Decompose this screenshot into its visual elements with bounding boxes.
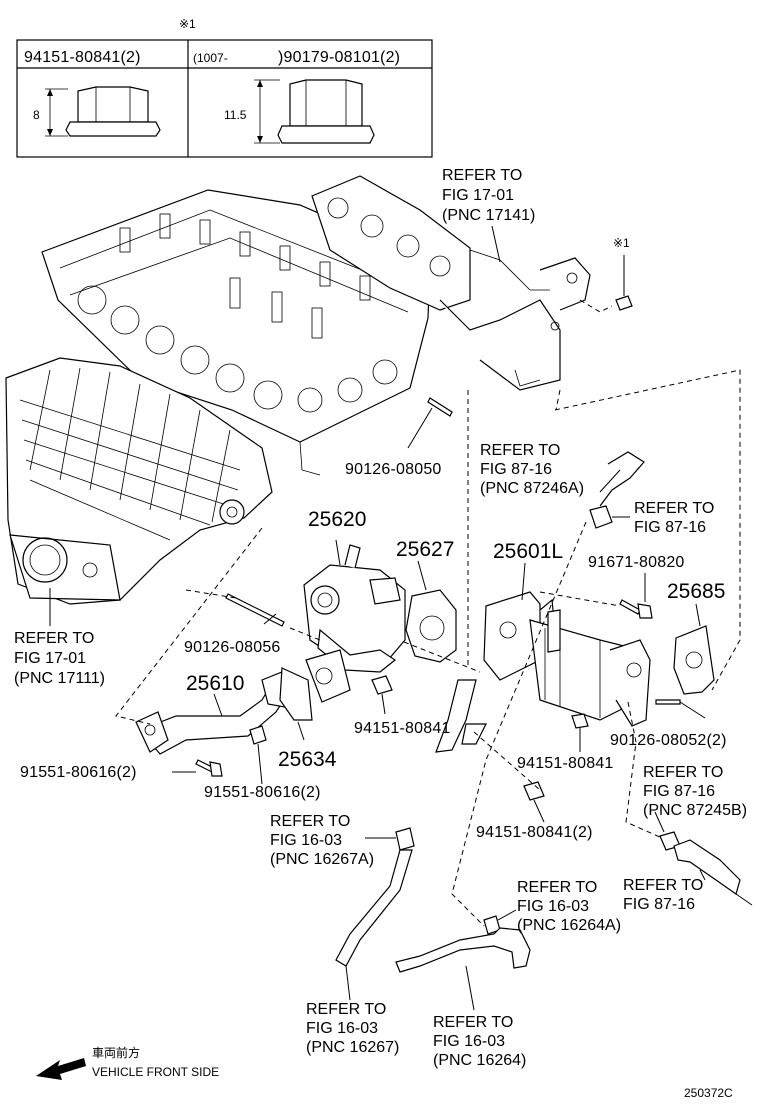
callout-label: FIG 16-03 <box>306 1020 378 1037</box>
bolt-icon <box>619 573 653 619</box>
callout-label: REFER TO <box>634 500 714 517</box>
gasket-icon <box>279 649 351 741</box>
part-number-label: 25685 <box>667 580 725 603</box>
part-number-label: 91551-80616(2) <box>204 784 321 801</box>
part-number-label: 25601L <box>493 540 563 563</box>
stud-bolt-icon <box>407 397 453 449</box>
part-number-label: 94151-80841 <box>354 720 451 737</box>
vehicle-front-jp: 車両前方 <box>92 1045 140 1060</box>
callout-label: REFER TO <box>480 442 560 459</box>
callout-label: REFER TO <box>643 764 723 781</box>
callout-label: REFER TO <box>270 813 350 830</box>
callout-label: FIG 87-16 <box>480 461 552 478</box>
front-arrow-icon <box>36 1058 86 1080</box>
vehicle-front-en: VEHICLE FRONT SIDE <box>92 1065 219 1079</box>
egr-cooler-illustration <box>483 562 651 727</box>
stud-bolt-icon <box>225 593 285 627</box>
callout-label: FIG 17-01 <box>14 650 86 667</box>
callout-label: REFER TO <box>623 877 703 894</box>
diagram-labels: REFER TO FIG 17-01 (PNC 17141) 90126-080… <box>14 167 747 1069</box>
part-number-label: 91551-80616(2) <box>20 764 137 781</box>
part-number-label: 94151-80841(2) <box>476 824 593 841</box>
callout-label: FIG 16-03 <box>270 832 342 849</box>
flange-nut-small-icon <box>45 86 161 137</box>
relation-lines <box>115 299 741 927</box>
part-number-label: 25620 <box>308 508 366 531</box>
flange-nut-icon <box>615 255 633 311</box>
nut-note-mark: ※1 <box>613 236 630 250</box>
callout-label: (PNC 87245B) <box>643 802 747 819</box>
callout-label: REFER TO <box>433 1014 513 1031</box>
part-number-label: 25627 <box>396 538 454 561</box>
part-number-label: 91671-80820 <box>588 554 685 571</box>
bolt-icon <box>249 725 267 785</box>
callout-label: FIG 16-03 <box>517 898 589 915</box>
part-number-label: 90126-08050 <box>345 461 442 478</box>
part-number-label: 25634 <box>278 748 337 771</box>
flange-nut-tall-icon <box>254 79 375 144</box>
callout-label: FIG 17-01 <box>442 187 514 204</box>
table-right-header-part: )90179-08101(2) <box>278 49 400 66</box>
callout-label: FIG 87-16 <box>623 896 695 913</box>
table-right-dimension: 11.5 <box>224 108 247 122</box>
callout-label: REFER TO <box>14 630 94 647</box>
table-note-mark: ※1 <box>179 17 196 31</box>
callout-label: FIG 87-16 <box>634 519 706 536</box>
water-hose-illustration <box>589 451 645 529</box>
callout-label: REFER TO <box>306 1001 386 1018</box>
table-frame <box>16 39 433 158</box>
illustration-id: 250372C <box>684 1086 733 1100</box>
stud-bolt-icon <box>655 699 706 719</box>
callout-label: (PNC 16267A) <box>270 851 374 868</box>
flange-nut-icon <box>571 713 589 752</box>
flange-nut-icon <box>523 781 545 823</box>
callout-label: (PNC 16264) <box>433 1052 526 1069</box>
flange-nut-icon <box>371 675 393 715</box>
callout-label: (PNC 17141) <box>442 207 535 224</box>
gasket-icon <box>673 603 715 695</box>
vehicle-front-indicator: 車両前方 VEHICLE FRONT SIDE <box>36 1045 219 1080</box>
callout-label: (PNC 87246A) <box>480 480 584 497</box>
egr-valve-illustration <box>303 539 406 673</box>
callout-label: FIG 16-03 <box>433 1033 505 1050</box>
callout-label: REFER TO <box>442 167 522 184</box>
water-hose-illustration <box>395 909 531 1011</box>
callout-label: REFER TO <box>517 879 597 896</box>
water-hose-illustration <box>654 811 753 906</box>
water-hose-illustration <box>435 679 487 753</box>
table-left-dimension: 8 <box>33 108 40 122</box>
table-left-header: 94151-80841(2) <box>24 49 141 66</box>
bolt-icon <box>172 759 223 777</box>
table-right-header-date: (1007- <box>193 51 228 65</box>
callout-label: (PNC 16264A) <box>517 917 621 934</box>
gasket-icon <box>405 560 457 663</box>
part-number-label: 25610 <box>186 672 244 695</box>
water-hose-illustration <box>335 827 415 1001</box>
intake-manifold-illustration <box>5 357 273 605</box>
part-number-label: 90126-08052(2) <box>610 732 727 749</box>
exhaust-manifold-illustration <box>311 175 591 391</box>
callout-label: (PNC 17111) <box>14 670 105 687</box>
callout-label: (PNC 16267) <box>306 1039 399 1056</box>
callout-label: FIG 87-16 <box>643 783 715 800</box>
fastener-table: ※1 94151-80841(2) (1007- )90179-08101(2)… <box>16 17 433 158</box>
part-number-label: 94151-80841 <box>517 755 614 772</box>
part-number-label: 90126-08056 <box>184 639 281 656</box>
